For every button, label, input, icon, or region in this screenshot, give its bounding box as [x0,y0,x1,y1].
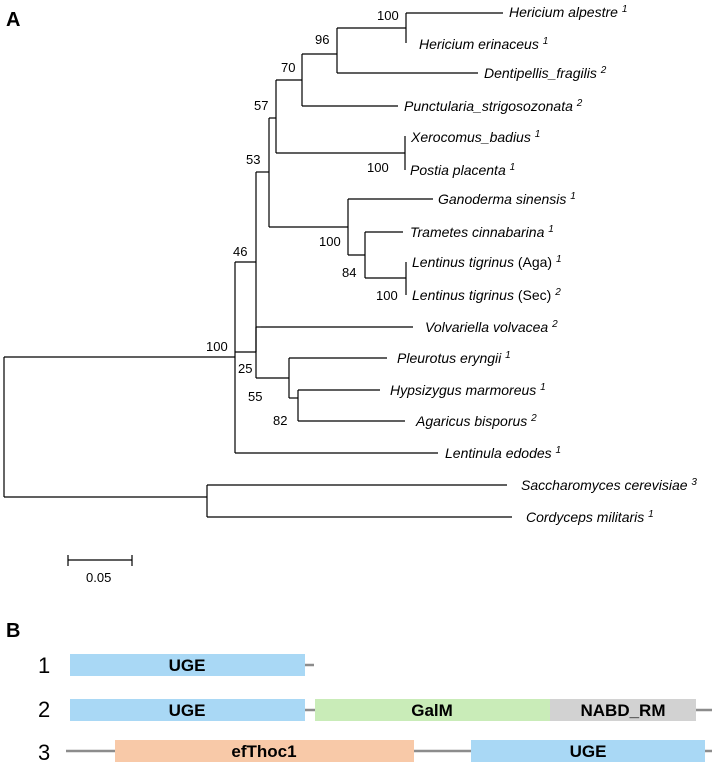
taxon-label: Trametes cinnabarina 1 [410,224,554,240]
domain-label: GalM [411,701,453,720]
bootstrap-value: 82 [273,413,287,428]
bootstrap-value: 100 [206,339,228,354]
bootstrap-value: 100 [376,288,398,303]
bootstrap-value: 55 [248,389,262,404]
taxon-label: Dentipellis_fragilis 2 [484,65,607,81]
panel-b-label: B [6,620,20,642]
bootstrap-value: 100 [367,160,389,175]
row-number: 2 [38,697,50,722]
domain-label: UGE [570,742,607,761]
bootstrap-value: 53 [246,152,260,167]
taxon-label: Lentinus tigrinus (Aga) 1 [412,254,562,270]
domain-architecture: 1 UGE 2 UGE GalM NABD_RM 3 efThoc1 UGE [38,653,712,765]
domain-label: efThoc1 [231,742,296,761]
bootstrap-value: 57 [254,98,268,113]
taxon-label: Punctularia_strigosozonata 2 [404,98,583,114]
taxon-label: Hericium alpestre 1 [509,4,627,20]
taxon-label: Saccharomyces cerevisiae 3 [521,477,697,493]
domain-box-uge [70,654,305,676]
domain-box-uge [471,740,705,762]
taxon-label: Lentinula edodes 1 [445,445,561,461]
domain-box-efthoc1 [115,740,414,762]
taxon-label: Ganoderma sinensis 1 [438,191,576,207]
taxon-label: Hericium erinaceus 1 [419,36,548,52]
panel-a-label: A [6,9,20,31]
domain-box-uge [70,699,305,721]
bootstrap-value: 46 [233,244,247,259]
domain-row-3: 3 efThoc1 UGE [38,740,712,765]
taxon-label: Pleurotus eryngii 1 [397,350,511,366]
taxon-labels: Hericium alpestre 1 Hericium erinaceus 1… [390,4,697,525]
domain-box-galm [315,699,550,721]
taxon-label: Agaricus bisporus 2 [415,413,537,429]
domain-row-2: 2 UGE GalM NABD_RM [38,697,712,722]
scale-bar: 0.05 [67,555,133,585]
bootstrap-value: 100 [377,8,399,23]
bootstrap-value: 84 [342,265,356,280]
bootstrap-values: 100 96 70 57 53 100 100 84 100 46 100 25… [206,8,399,428]
tree-branches [3,12,512,518]
taxon-label: Lentinus tigrinus (Sec) 2 [412,287,561,303]
scale-bar-label: 0.05 [86,570,111,585]
taxon-label: Xerocomus_badius 1 [410,129,540,145]
domain-row-1: 1 UGE [38,653,314,678]
domain-label: NABD_RM [581,701,666,720]
bootstrap-value: 25 [238,361,252,376]
taxon-label: Cordyceps militaris 1 [526,509,654,525]
row-number: 3 [38,740,50,765]
bootstrap-value: 70 [281,60,295,75]
domain-label: UGE [169,701,206,720]
domain-box-nabd-rm [550,699,696,721]
taxon-label: Hypsizygus marmoreus 1 [390,382,546,398]
taxon-label: Postia placenta 1 [410,162,515,178]
bootstrap-value: 100 [319,234,341,249]
taxon-label: Volvariella volvacea 2 [425,319,558,335]
domain-label: UGE [169,656,206,675]
row-number: 1 [38,653,50,678]
bootstrap-value: 96 [315,32,329,47]
